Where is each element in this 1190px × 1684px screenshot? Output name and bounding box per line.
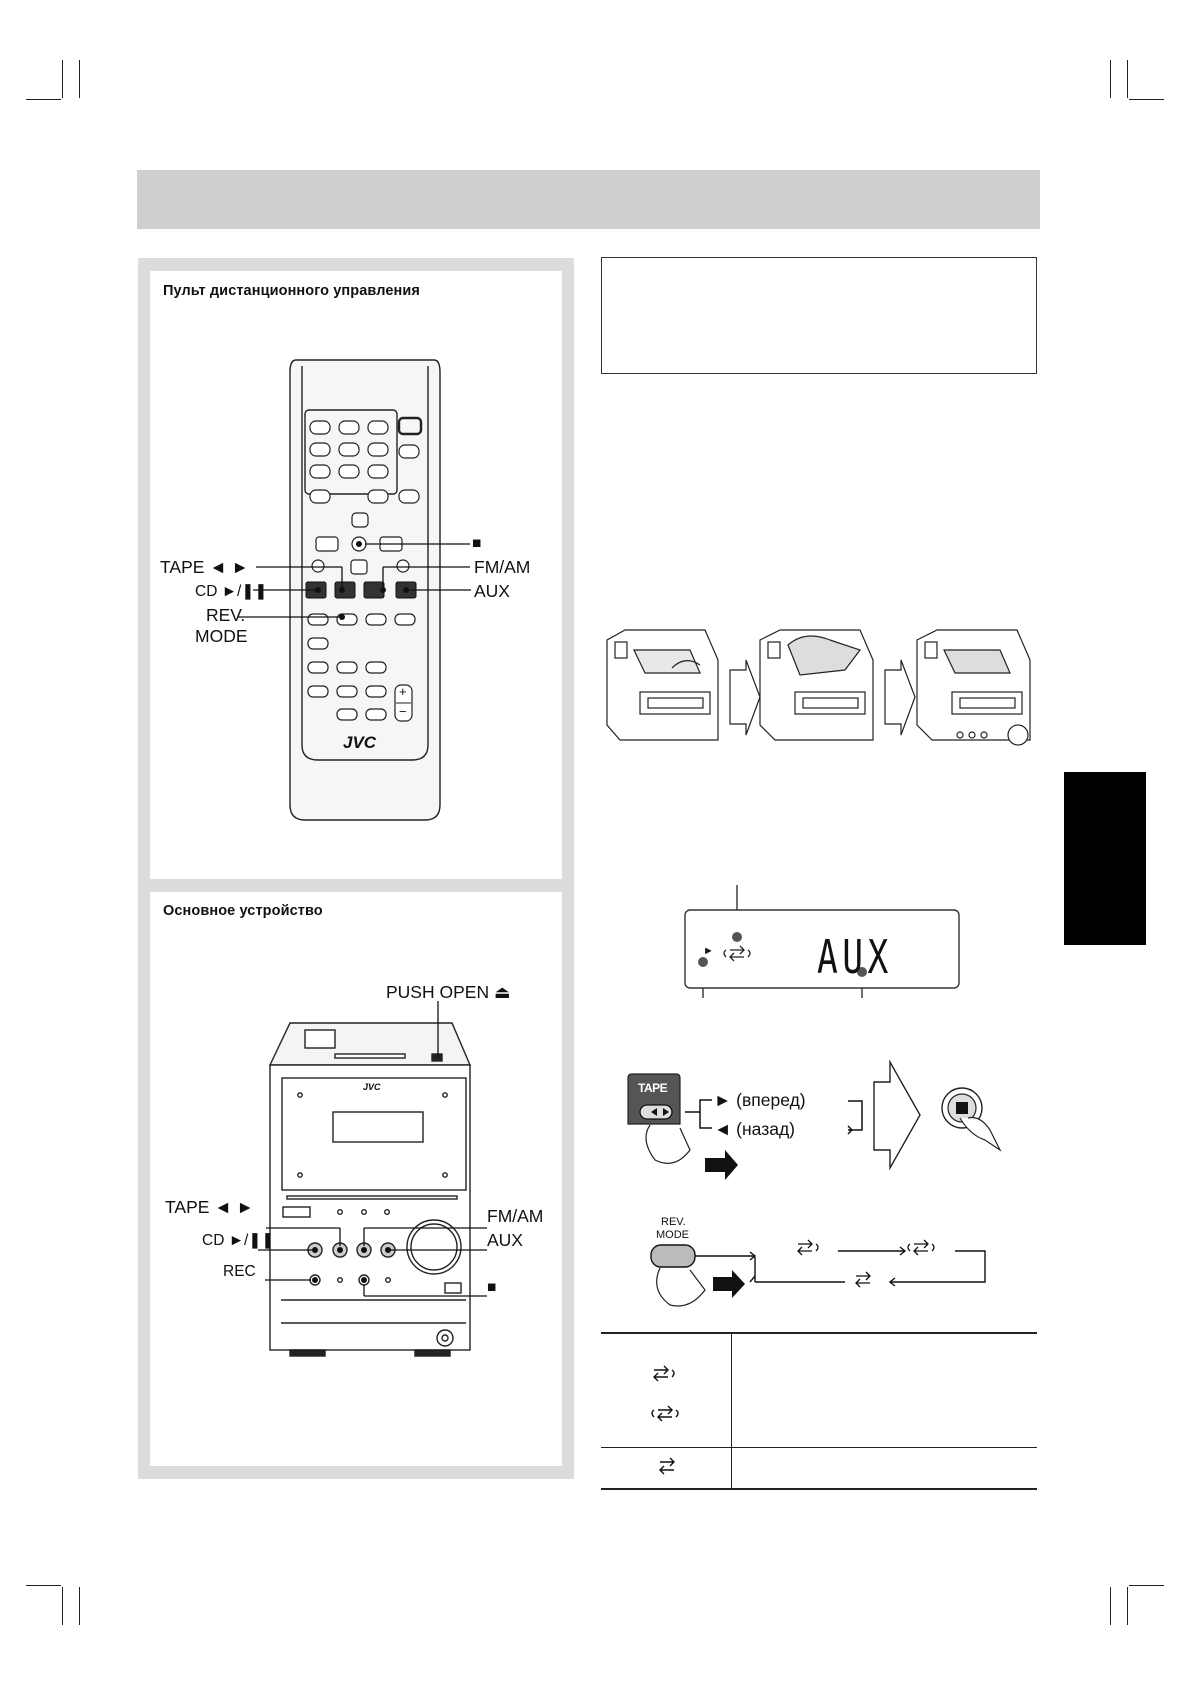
tape-button-label: TAPE <box>638 1081 668 1095</box>
volume-minus-key: − <box>399 704 407 719</box>
unit-jvc-logo: JVC <box>363 1082 381 1092</box>
remote-tape-label: TAPE ◄ ► <box>160 557 249 577</box>
remote-fmam-label: FM/AM <box>474 557 531 577</box>
unit-aux-label: AUX <box>487 1230 523 1250</box>
table-row-rule <box>601 1447 1037 1448</box>
remote-stop-label: ■ <box>472 535 482 552</box>
remote-aux-label: AUX <box>474 581 510 601</box>
crop-mark <box>1110 60 1111 98</box>
display-play-indicator: ► <box>703 945 714 957</box>
remote-panel-title: Пульт дистанционного управления <box>163 283 420 299</box>
section-index-tab <box>1064 772 1146 945</box>
crop-mark <box>79 60 80 98</box>
tape-forward-label: ► (вперед) <box>714 1090 806 1110</box>
crop-mark <box>62 60 63 98</box>
volume-plus-key: + <box>399 684 407 699</box>
unit-fmam-label: FM/AM <box>487 1206 544 1226</box>
crop-mark <box>79 1587 80 1625</box>
crop-mark <box>1127 1587 1128 1625</box>
unit-push-open-label: PUSH OPEN ⏏ <box>386 982 511 1002</box>
unit-tape-label: TAPE ◄ ► <box>165 1197 254 1217</box>
remote-cd-label: CD ►/❚❚ <box>195 583 268 600</box>
table-bottom-rule <box>601 1488 1037 1490</box>
display-readout: AUX <box>817 930 893 984</box>
crop-mark <box>1127 60 1128 98</box>
unit-stop-label: ■ <box>487 1279 497 1296</box>
crop-mark <box>1129 99 1164 100</box>
note-box <box>601 257 1037 374</box>
remote-rev-label: REV. <box>206 605 246 625</box>
crop-mark <box>62 1587 63 1625</box>
unit-panel-title: Основное устройство <box>163 903 323 919</box>
crop-mark <box>26 99 61 100</box>
section-header-bar <box>137 170 1040 229</box>
rev-mode-label-line2: MODE <box>656 1229 689 1241</box>
table-column-rule <box>731 1334 732 1488</box>
rev-mode-label-line1: REV. <box>661 1216 686 1228</box>
crop-mark <box>1110 1587 1111 1625</box>
jvc-logo: JVC <box>343 733 377 752</box>
remote-mode-label: MODE <box>195 626 248 646</box>
unit-rec-label: REC <box>223 1263 256 1280</box>
table-top-rule <box>601 1332 1037 1334</box>
crop-mark <box>1129 1585 1164 1586</box>
unit-cd-label: CD ►/❚❚ <box>202 1232 275 1249</box>
tape-backward-label: ◄ (назад) <box>714 1119 796 1139</box>
crop-mark <box>26 1585 61 1586</box>
